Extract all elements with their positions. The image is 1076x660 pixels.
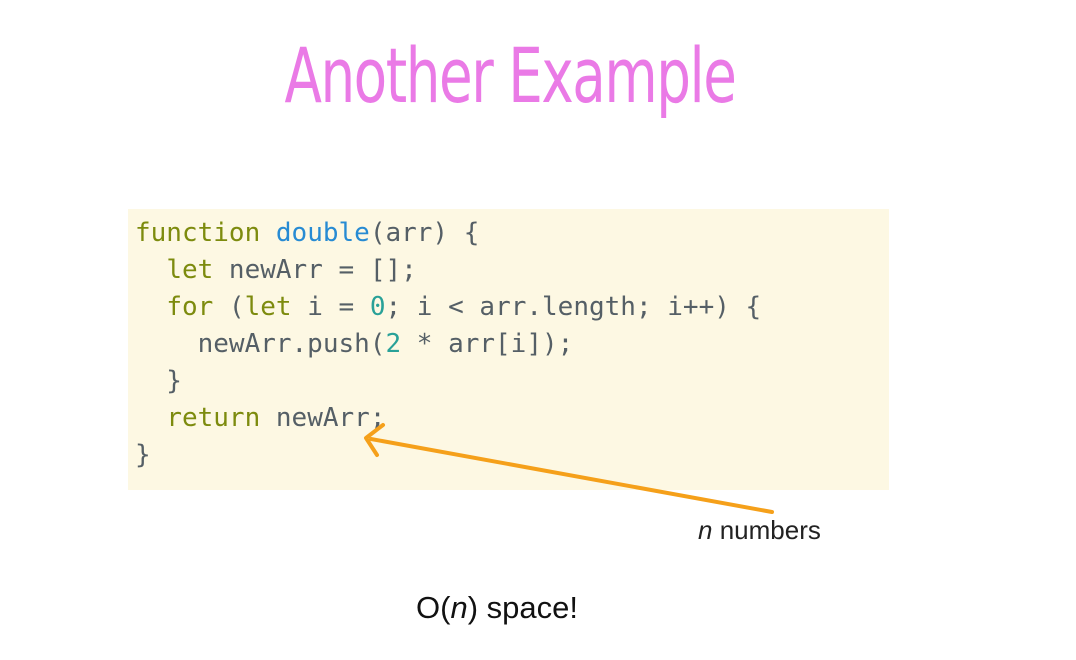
code-keyword: let — [166, 255, 214, 285]
code-indent — [135, 292, 166, 322]
code-number: 2 — [385, 329, 402, 359]
code-keyword: let — [244, 292, 292, 322]
conclusion-suffix: ) space! — [467, 590, 578, 625]
code-text: newArr = []; — [213, 255, 417, 285]
annotation-text: numbers — [712, 515, 821, 545]
code-block: function double(arr) { let newArr = []; … — [128, 209, 889, 490]
code-keyword: function — [135, 218, 261, 248]
code-text: ( — [213, 292, 245, 322]
code-text: (arr) { — [369, 218, 480, 248]
code-line-3: for (let i = 0; i < arr.length; i++) { — [135, 289, 761, 326]
code-indent — [135, 403, 166, 433]
code-text: ; i < arr.length; i++) { — [385, 292, 762, 322]
code-text: i = — [291, 292, 370, 322]
code-text: } — [135, 366, 182, 396]
conclusion-variable: n — [450, 590, 468, 625]
slide-title: Another Example — [284, 31, 737, 120]
code-number: 0 — [369, 292, 386, 322]
code-line-7: } — [135, 437, 151, 474]
code-line-5: } — [135, 363, 182, 400]
code-indent — [135, 255, 166, 285]
code-line-6: return newArr; — [135, 400, 385, 437]
code-text: } — [135, 440, 151, 470]
annotation-variable: n — [698, 515, 713, 545]
code-keyword: return — [166, 403, 261, 433]
code-text: newArr; — [260, 403, 386, 433]
code-text: * arr[i]); — [401, 329, 574, 359]
code-function-name: double — [275, 218, 370, 248]
code-keyword: for — [166, 292, 214, 322]
conclusion-prefix: O( — [416, 590, 451, 625]
code-text: newArr.push( — [135, 329, 386, 359]
code-line-2: let newArr = []; — [135, 252, 417, 289]
code-line-4: newArr.push(2 * arr[i]); — [135, 326, 574, 363]
code-text — [260, 218, 276, 248]
annotation-label: n numbers — [698, 515, 821, 546]
code-line-1: function double(arr) { — [135, 215, 479, 252]
complexity-conclusion: O(n) space! — [416, 590, 578, 626]
